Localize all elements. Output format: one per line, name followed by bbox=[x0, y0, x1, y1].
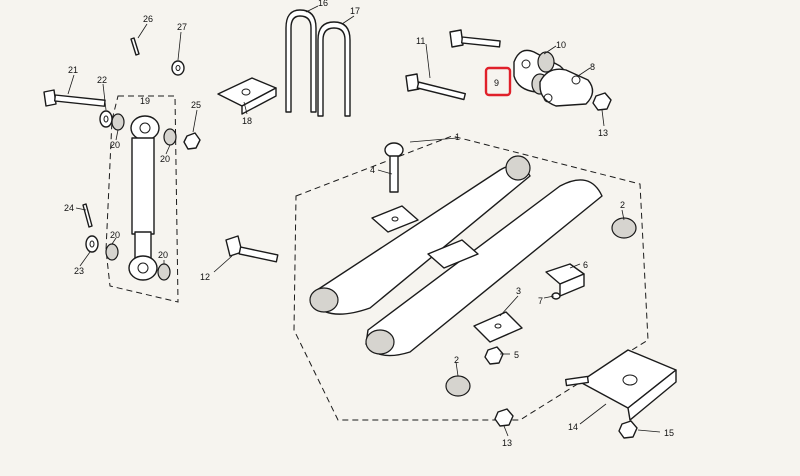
nut-25 bbox=[183, 132, 201, 150]
bracket-18 bbox=[217, 77, 277, 115]
leader-11 bbox=[425, 43, 431, 79]
callout-2-right: 2 bbox=[620, 200, 625, 210]
nut-13-lower bbox=[494, 408, 514, 427]
leader-23 bbox=[79, 251, 91, 267]
callout-12: 12 bbox=[200, 272, 210, 282]
callout-2-lower: 2 bbox=[454, 355, 459, 365]
leaf-spring-lower bbox=[365, 179, 603, 357]
leader-6 bbox=[569, 263, 581, 269]
callout-11: 11 bbox=[416, 36, 425, 46]
leaf-spring-upper bbox=[309, 155, 531, 315]
callout-13-lower: 13 bbox=[502, 438, 512, 448]
bush-2-lower bbox=[445, 375, 471, 397]
callout-13-upper: 13 bbox=[598, 128, 608, 138]
leader-13b bbox=[503, 425, 509, 437]
callout-1: 1 bbox=[455, 132, 460, 142]
callout-20-lower-left: 20 bbox=[110, 230, 120, 240]
callout-7: 7 bbox=[538, 296, 543, 306]
leader-25 bbox=[192, 109, 198, 133]
callout-21: 21 bbox=[68, 65, 78, 75]
leader-1 bbox=[409, 137, 458, 143]
callout-9-highlight bbox=[484, 66, 512, 97]
callout-23: 23 bbox=[74, 266, 84, 276]
nut-15 bbox=[618, 420, 638, 439]
bush-20-upper-left bbox=[111, 113, 125, 131]
leader-3 bbox=[499, 295, 519, 317]
leader-20a bbox=[115, 129, 119, 141]
leader-10 bbox=[543, 45, 557, 55]
callout-20-upper-right: 20 bbox=[160, 154, 170, 164]
callout-5: 5 bbox=[514, 350, 519, 360]
leader-13a bbox=[601, 109, 605, 127]
shock-absorber-19 bbox=[128, 115, 160, 281]
callout-15: 15 bbox=[664, 428, 674, 438]
callout-3: 3 bbox=[516, 286, 521, 296]
u-bolt-17 bbox=[317, 21, 351, 117]
leader-20c bbox=[111, 237, 117, 245]
leader-8 bbox=[577, 67, 591, 77]
callout-9: 9 bbox=[494, 78, 499, 88]
leader-7 bbox=[543, 295, 555, 299]
leader-26 bbox=[137, 23, 148, 39]
split-pin-24 bbox=[82, 203, 93, 228]
shock-absorber-group-outline bbox=[105, 95, 179, 303]
callout-24: 24 bbox=[64, 203, 74, 213]
leader-27 bbox=[177, 31, 182, 61]
bolt-4 bbox=[384, 142, 404, 193]
leader-20b bbox=[165, 144, 171, 155]
callout-16: 16 bbox=[318, 0, 328, 8]
clamp-plate-3-upper bbox=[371, 205, 419, 233]
shackle-plate-8 bbox=[539, 68, 594, 107]
callout-22: 22 bbox=[97, 75, 107, 85]
bolt-12 bbox=[225, 235, 279, 263]
leader-15 bbox=[637, 429, 661, 433]
clamp-plate-3-lower bbox=[473, 311, 523, 343]
leader-14 bbox=[579, 403, 607, 425]
callout-26: 26 bbox=[143, 14, 153, 24]
callout-14: 14 bbox=[568, 422, 578, 432]
bush-20-lower-left bbox=[105, 243, 119, 261]
u-bolt-16 bbox=[285, 9, 317, 113]
bush-20-lower-right bbox=[157, 263, 171, 281]
leader-2b bbox=[455, 361, 459, 377]
bolt-11-upper bbox=[449, 29, 501, 48]
callout-20-lower-right: 20 bbox=[158, 250, 168, 260]
leader-2a bbox=[621, 209, 625, 221]
bush-2-right bbox=[611, 217, 637, 239]
callout-4: 4 bbox=[370, 165, 375, 175]
bush-20-upper-right bbox=[163, 128, 177, 146]
callout-19: 19 bbox=[140, 96, 150, 106]
leader-12 bbox=[213, 255, 233, 273]
callout-8: 8 bbox=[590, 62, 595, 72]
bolt-11-lower bbox=[405, 73, 466, 101]
callout-6: 6 bbox=[583, 260, 588, 270]
leader-18 bbox=[243, 101, 248, 115]
callout-20-upper-left: 20 bbox=[110, 140, 120, 150]
split-pin-26 bbox=[130, 37, 140, 56]
nut-5 bbox=[484, 346, 504, 365]
leader-22 bbox=[102, 83, 107, 111]
callout-10: 10 bbox=[556, 40, 566, 50]
clip-6 bbox=[545, 263, 585, 297]
callout-25: 25 bbox=[191, 100, 201, 110]
callout-27: 27 bbox=[177, 22, 187, 32]
callout-18: 18 bbox=[242, 116, 252, 126]
washer-22 bbox=[99, 110, 113, 128]
nut-13-upper bbox=[592, 92, 612, 111]
leader-21 bbox=[67, 74, 75, 95]
leader-24 bbox=[75, 207, 87, 211]
washer-23 bbox=[85, 235, 99, 253]
leader-16 bbox=[305, 5, 319, 13]
washer-27 bbox=[171, 60, 185, 76]
leader-4 bbox=[377, 169, 393, 175]
callout-17: 17 bbox=[350, 6, 360, 16]
leader-17 bbox=[341, 15, 355, 25]
bolt-21 bbox=[43, 89, 106, 107]
spring-saddle bbox=[427, 239, 479, 269]
mounting-bracket-14 bbox=[564, 349, 677, 421]
